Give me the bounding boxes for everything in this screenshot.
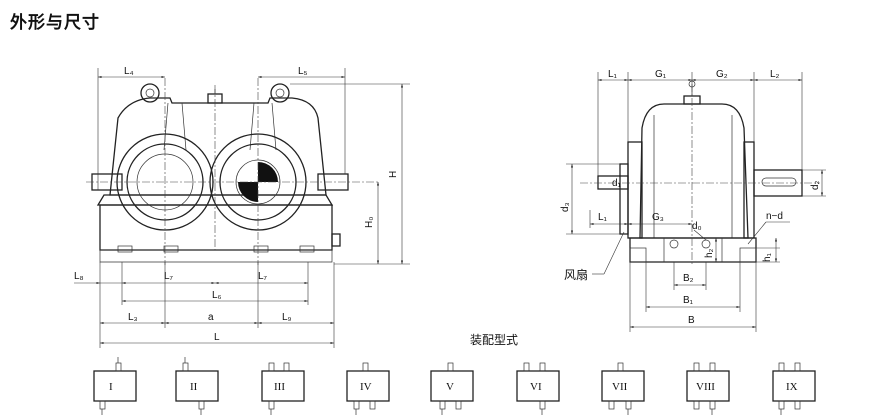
assembly-type-5: V (430, 362, 474, 415)
side-dim-d2-label: d₂ (810, 180, 821, 190)
assembly-type-3: III (261, 362, 305, 415)
front-view: L₄ L₅ H H₀ L₈ L₇ L₇ L₆ L₃ a L₉ (74, 66, 410, 348)
front-dim-H0-label: H₀ (364, 217, 375, 228)
assembly-type-8-label: VIII (696, 381, 715, 393)
front-dim-H-label: H (388, 171, 399, 178)
side-dim-d3-label: d₃ (560, 202, 571, 212)
side-dim-n-d-label: n−d (766, 211, 783, 222)
side-dim-h2-label: h₂ (704, 248, 715, 258)
assembly-type-6: VI (516, 362, 560, 415)
assembly-type-8: VIII (686, 362, 730, 415)
front-dim-L3-label: L₃ (128, 312, 138, 323)
side-dim-h1-label: h₁ (762, 252, 773, 262)
side-dim-G2-label: G₂ (716, 69, 728, 80)
assembly-heading: 装配型式 (470, 333, 518, 347)
assembly-type-2-label: II (190, 381, 198, 393)
assembly-types: I II III IV (93, 357, 816, 415)
front-dim-L-label: L (214, 332, 220, 343)
side-dim-G3-label: G₃ (652, 212, 664, 223)
front-dim-L5-label: L₅ (298, 66, 308, 77)
side-view: L₁ G₁ G₂ L₂ d₁ d₂ d₃ L₁ G₃ d₀ n−d h₂ (560, 69, 826, 332)
side-dim-d0-label: d₀ (692, 221, 702, 232)
assembly-type-9: IX (772, 362, 816, 415)
side-dim-L1-top-label: L₁ (608, 69, 618, 80)
side-dim-L2-label: L₂ (770, 69, 780, 80)
side-dim-B-label: B (688, 315, 695, 326)
side-dim-G1-label: G₁ (655, 69, 667, 80)
assembly-type-7: VII (601, 362, 645, 415)
fan-label: 风扇 (564, 267, 588, 282)
page-title: 外形与尺寸 (10, 13, 100, 33)
assembly-type-1-label: I (109, 381, 113, 393)
assembly-type-7-label: VII (612, 381, 628, 393)
front-dim-a-label: a (208, 312, 214, 323)
side-dim-B1-label: B₁ (683, 295, 694, 306)
front-dim-L6-label: L₆ (212, 290, 222, 301)
assembly-type-4: IV (346, 362, 390, 415)
front-dim-L9-label: L₉ (282, 312, 292, 323)
assembly-type-3-label: III (274, 381, 285, 393)
side-dim-d1-label: d₁ (612, 178, 622, 189)
assembly-type-1: I (93, 357, 137, 415)
front-dim-L7-left-label: L₇ (164, 271, 174, 282)
side-dim-L1-low-label: L₁ (598, 212, 608, 223)
assembly-type-4-label: IV (360, 381, 372, 393)
assembly-type-6-label: VI (530, 381, 542, 393)
assembly-type-9-label: IX (786, 381, 798, 393)
front-dim-L7-right-label: L₇ (258, 271, 268, 282)
side-dim-B2-label: B₂ (683, 273, 694, 284)
front-dim-L8-label: L₈ (74, 271, 84, 282)
assembly-type-2: II (175, 357, 219, 415)
assembly-type-5-label: V (446, 381, 454, 393)
front-dim-L4-label: L₄ (124, 66, 134, 77)
